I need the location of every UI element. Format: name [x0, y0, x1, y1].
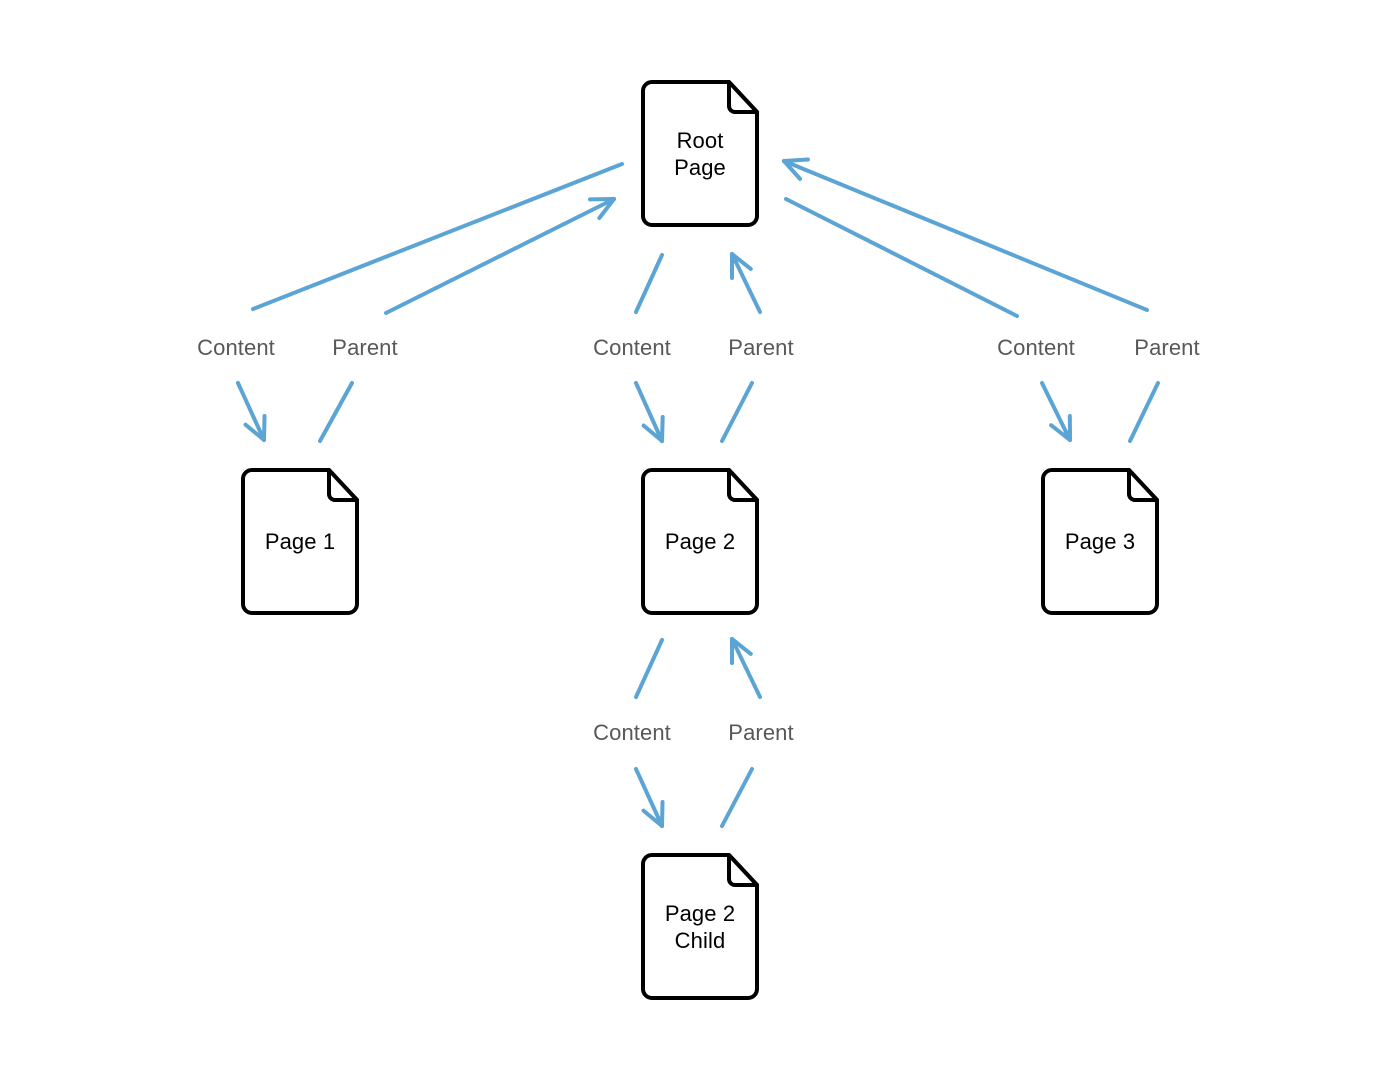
edge-e4-lower — [720, 381, 754, 443]
edge-e8-upper — [729, 637, 762, 699]
node-root[interactable]: Root Page — [641, 80, 759, 227]
edge-e1-upper — [251, 162, 624, 311]
edge-label-parent-l8: Parent — [728, 720, 794, 745]
edge-label-content-l3: Content — [593, 335, 671, 360]
edge-e7-upper — [634, 638, 664, 699]
arrowhead-barb-0 — [597, 197, 616, 221]
arrowhead-barb-0 — [782, 157, 810, 163]
node-page2[interactable]: Page 2 — [641, 468, 759, 615]
arrowhead-barb-0 — [641, 423, 664, 443]
arrowhead-barb-0 — [730, 252, 753, 271]
arrowhead-barb-1 — [660, 800, 665, 828]
node-page3[interactable]: Page 3 — [1041, 468, 1159, 615]
edge-label-parent-l6: Parent — [1134, 335, 1200, 360]
edge-label-parent-l4: Parent — [728, 335, 794, 360]
document-page-icon — [241, 468, 359, 615]
edge-e1-lower — [236, 381, 267, 442]
arrowhead-barb-1 — [660, 415, 665, 443]
edge-label-content-l1: Content — [197, 335, 275, 360]
node-page2child[interactable]: Page 2 Child — [641, 853, 759, 1000]
edge-label-content-l7: Content — [593, 720, 671, 745]
node-label-page2: Page 2 — [664, 529, 736, 554]
node-page1[interactable]: Page 1 — [241, 468, 359, 615]
document-page-icon — [641, 80, 759, 227]
arrowhead-barb-1 — [782, 159, 803, 181]
edge-e2-lower — [318, 381, 354, 443]
arrowhead-barb-1 — [262, 414, 267, 442]
edge-label-content-l5: Content — [997, 335, 1075, 360]
node-label-root: Root Page — [674, 127, 726, 180]
edge-e7-lower — [634, 767, 665, 828]
edge-label-parent-l2: Parent — [332, 335, 398, 360]
arrowhead-barb-0 — [243, 422, 266, 442]
edge-e8-lower — [720, 767, 754, 828]
document-page-icon — [641, 853, 759, 1000]
edge-e3-lower — [634, 381, 665, 443]
edge-e3-upper — [634, 253, 664, 314]
node-label-page2child: Page 2 Child — [664, 900, 736, 953]
node-label-page3: Page 3 — [1064, 529, 1136, 554]
edge-e6-upper — [782, 157, 1149, 312]
edge-e5-upper — [784, 197, 1019, 318]
edge-e6-lower — [1128, 381, 1160, 443]
node-label-page1: Page 1 — [264, 529, 336, 554]
arrowhead-barb-0 — [730, 637, 753, 656]
edge-e4-upper — [729, 252, 762, 314]
arrowhead-barb-0 — [1049, 423, 1072, 442]
edge-e5-lower — [1040, 381, 1072, 442]
document-page-icon — [1041, 468, 1159, 615]
arrowhead-barb-0 — [641, 808, 664, 828]
edge-e2-upper — [384, 197, 616, 315]
document-page-icon — [641, 468, 759, 615]
